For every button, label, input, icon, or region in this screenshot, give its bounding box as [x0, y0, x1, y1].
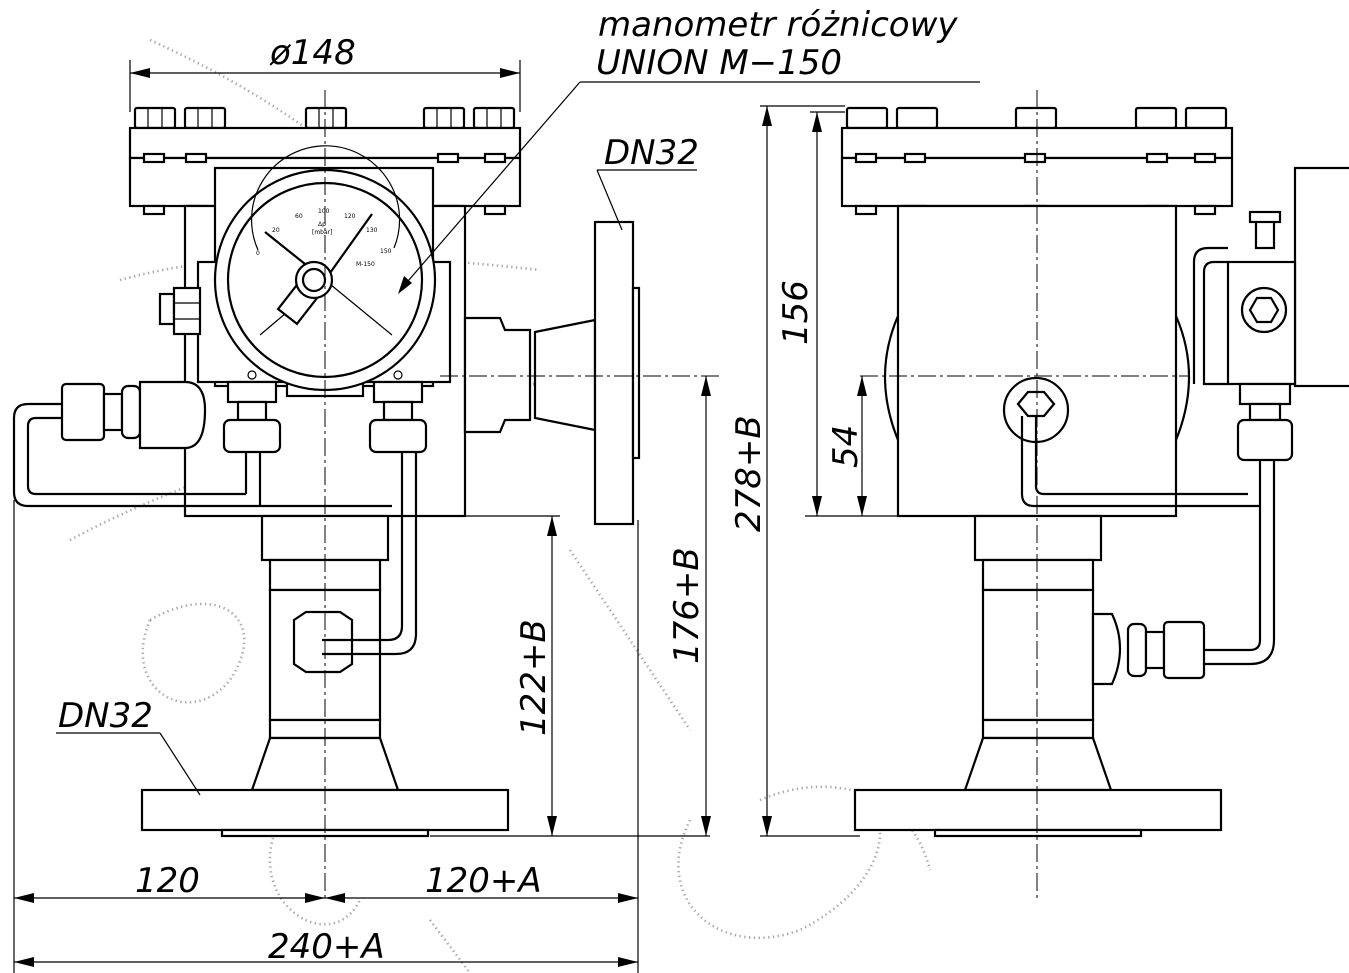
gauge-tick-0: 0 [256, 250, 260, 257]
dim-height-156: 156 [776, 280, 816, 345]
dimension-lines [13, 60, 980, 973]
gauge-unit-symbol: Δp [318, 221, 326, 228]
dim-height-122: 122+B [514, 619, 554, 736]
dim-width-right: 120+A [425, 861, 542, 901]
gauge-tick-20: 20 [272, 227, 280, 234]
dim-height-278: 278+B [729, 415, 769, 532]
side-manometer [1192, 166, 1349, 666]
right-outlet [440, 220, 720, 526]
side-plug [1002, 376, 1260, 508]
gauge-tick-120: 120 [344, 213, 356, 220]
dim-height-176: 176+B [667, 547, 707, 664]
gauge-tick-150: 150 [380, 248, 392, 255]
side-lower-stem [853, 514, 1223, 838]
dim-height-54: 54 [826, 425, 866, 468]
gauge-tick-60: 60 [295, 213, 303, 220]
front-view: 0 20 60 100 120 130 150 Δp [mbar] M-150 [12, 90, 720, 900]
side-view [840, 90, 1349, 900]
gauge-tick-100: 100 [318, 208, 330, 215]
dim-width-left: 120 [135, 861, 200, 901]
impulse-tubing-left [12, 380, 392, 508]
left-plug [158, 286, 202, 336]
gauge-unit: [mbar] [312, 229, 332, 236]
dn32-right-label: DN32 [604, 133, 699, 173]
dn32-bottom-label: DN32 [58, 696, 153, 736]
dim-width-total: 240+A [268, 927, 385, 967]
dim-flange-diameter: ø148 [269, 33, 356, 73]
gauge-model: M-150 [356, 261, 375, 268]
callout-line-2: UNION M−150 [596, 43, 842, 83]
gauge-tick-130: 130 [366, 227, 378, 234]
callout-line-1: manometr różnicowy [598, 5, 958, 45]
labels: manometr różnicowy UNION M−150 ø148 DN32… [58, 5, 958, 967]
gauge-fittings [222, 370, 428, 454]
